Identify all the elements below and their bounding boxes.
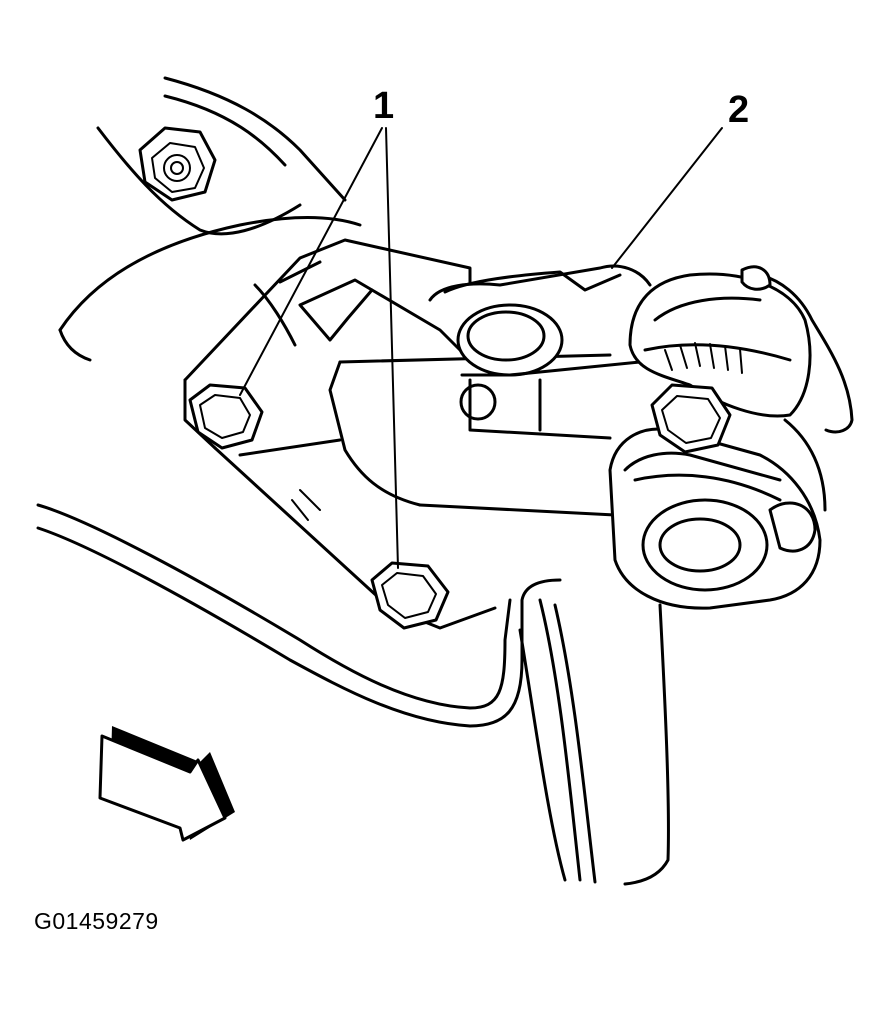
- callout-leaders: [239, 127, 723, 569]
- direction-arrow-icon: [98, 726, 235, 842]
- lower-body-panel: [36, 503, 670, 886]
- upper-nut-icon: [138, 126, 217, 202]
- figure-id: G01459279: [34, 908, 159, 934]
- hinge-assembly: [428, 264, 854, 610]
- upper-body-panel: [58, 76, 362, 362]
- bolt-hinge-icon: [650, 383, 732, 454]
- callout-2-label: 2: [728, 89, 749, 131]
- bolt-upper-left-icon: [188, 383, 264, 450]
- bolt-lower-icon: [370, 561, 450, 630]
- callout-1-label: 1: [373, 85, 394, 127]
